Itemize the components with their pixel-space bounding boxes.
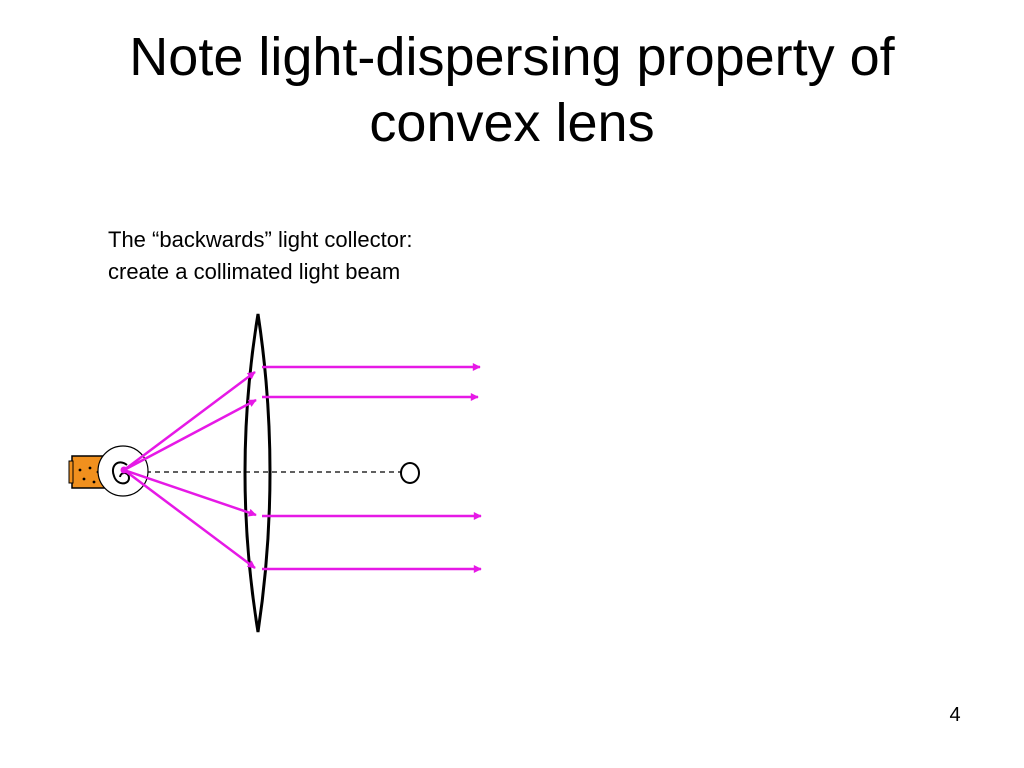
light-source-icon (68, 445, 149, 497)
caption-line-1: The “backwards” light collector: (108, 227, 413, 252)
incident-ray-2 (123, 398, 257, 472)
caption-line-2: create a collimated light beam (108, 259, 401, 284)
incident-ray-4 (123, 468, 256, 570)
incident-ray-3 (123, 468, 257, 517)
diverging-rays (123, 370, 257, 570)
convex-lens (243, 313, 272, 633)
focal-point-marker (400, 462, 420, 484)
diagram-caption: The “backwards” light collector: create … (108, 224, 412, 288)
title-line-2: convex lens (369, 93, 655, 153)
incident-ray-1 (123, 370, 256, 472)
title-line-1: Note light-dispersing property of (129, 27, 895, 87)
collimated-beam (262, 363, 482, 573)
page-number: 4 (949, 704, 961, 726)
slide-title: Note light-dispersing property of convex… (0, 24, 1024, 156)
